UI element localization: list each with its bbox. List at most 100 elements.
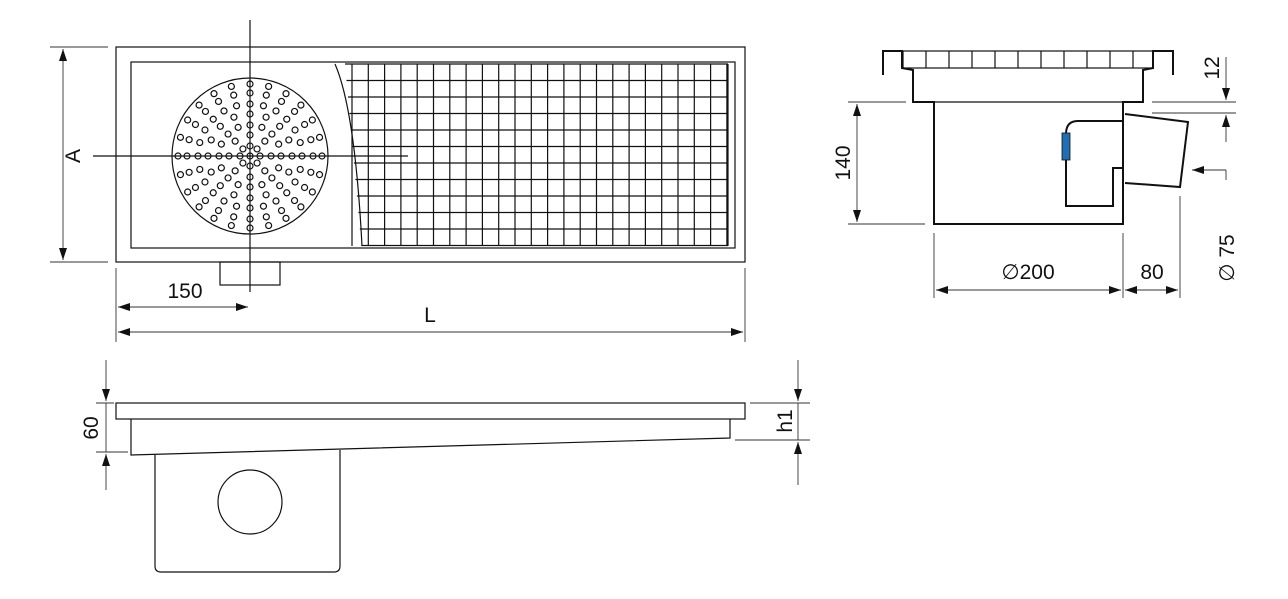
cover-hole bbox=[230, 191, 238, 199]
cover-hole bbox=[230, 91, 238, 99]
cover-hole bbox=[209, 115, 217, 123]
cover-hole bbox=[258, 181, 266, 189]
cover-hole bbox=[224, 174, 232, 182]
cover-hole bbox=[300, 120, 309, 129]
cover-hole bbox=[268, 174, 276, 182]
cover-hole bbox=[239, 159, 247, 167]
cover-hole bbox=[185, 136, 193, 144]
cover-hole bbox=[210, 214, 218, 222]
cover-hole bbox=[258, 123, 266, 131]
cover-hole bbox=[201, 196, 210, 205]
cover-hole bbox=[176, 133, 185, 141]
cover-hole bbox=[201, 178, 209, 186]
cover-hole bbox=[308, 116, 316, 124]
cover-hole bbox=[220, 107, 228, 115]
cover-hole bbox=[253, 159, 261, 167]
side-view: 60 h1 bbox=[80, 360, 810, 573]
cover-hole bbox=[207, 168, 215, 176]
cover-hole bbox=[282, 214, 290, 222]
cover-hole bbox=[191, 183, 200, 192]
section-view: 140 12 ∅200 80 ∅ 75 bbox=[832, 50, 1239, 298]
cover-hole bbox=[290, 196, 299, 205]
top-view: A 150 L bbox=[50, 20, 746, 342]
drain-body bbox=[882, 50, 1174, 225]
cover-hole bbox=[265, 221, 273, 230]
cover-hole bbox=[234, 181, 242, 189]
dim-12-label: 12 bbox=[1201, 56, 1224, 79]
cover-hole bbox=[276, 122, 284, 130]
cover-hole bbox=[272, 197, 280, 205]
cover-hole bbox=[214, 97, 223, 106]
cover-hole bbox=[276, 182, 284, 190]
outlet-pipe bbox=[217, 469, 283, 535]
cover-hole bbox=[232, 102, 241, 110]
cover-hole bbox=[277, 206, 286, 215]
cover-hole bbox=[201, 107, 210, 116]
cover-hole bbox=[262, 191, 270, 199]
cover-hole bbox=[297, 203, 305, 211]
cover-hole bbox=[185, 168, 193, 176]
cover-hole bbox=[277, 97, 286, 106]
cover-hole bbox=[307, 168, 315, 176]
cover-hole bbox=[275, 140, 283, 148]
cover-hole bbox=[232, 202, 241, 210]
grating-edge bbox=[334, 63, 363, 247]
cover-hole bbox=[176, 171, 185, 179]
cover-hole bbox=[230, 213, 238, 221]
cover-hole bbox=[217, 140, 225, 148]
outlet-stub bbox=[219, 261, 281, 286]
cover-hole bbox=[283, 189, 291, 197]
cover-hole bbox=[296, 138, 304, 147]
cover-hole bbox=[283, 115, 291, 123]
cover-hole bbox=[217, 164, 225, 172]
dim-140-label: 140 bbox=[832, 145, 855, 180]
dim-200-label: ∅200 bbox=[1001, 261, 1054, 284]
cover-hole bbox=[214, 206, 223, 215]
cover-hole bbox=[239, 145, 247, 153]
cover-hole bbox=[227, 82, 235, 91]
cover-hole bbox=[259, 202, 268, 210]
dim-80-label: 80 bbox=[1140, 261, 1163, 284]
cover-hole bbox=[216, 182, 224, 190]
cover-hole bbox=[268, 130, 276, 138]
cover-hole bbox=[259, 102, 268, 110]
cover-hole bbox=[285, 168, 293, 176]
cover-hole bbox=[265, 82, 273, 91]
cover-hole bbox=[195, 203, 203, 211]
cover-hole bbox=[315, 133, 324, 141]
cover-hole bbox=[191, 120, 200, 129]
cover-hole bbox=[227, 221, 235, 230]
trap-insert bbox=[1065, 120, 1123, 207]
dim-150-label: 150 bbox=[167, 280, 202, 303]
cover-hole bbox=[290, 107, 299, 116]
cover-hole bbox=[230, 113, 238, 121]
dim-60-label: 60 bbox=[80, 416, 103, 439]
cover-hole bbox=[231, 167, 239, 175]
cover-hole bbox=[196, 165, 204, 174]
dim-a-label: A bbox=[62, 149, 85, 163]
channel-outline bbox=[115, 46, 746, 263]
cover-hole bbox=[224, 130, 232, 138]
grating-grid bbox=[345, 63, 729, 247]
cover-hole bbox=[291, 126, 299, 134]
cover-hole bbox=[272, 107, 280, 115]
cover-hole bbox=[184, 116, 192, 124]
cover-hole bbox=[261, 137, 269, 145]
cover-hole bbox=[261, 167, 269, 175]
dim-h1-label: h1 bbox=[774, 409, 797, 432]
cover-hole bbox=[275, 164, 283, 172]
cover-hole bbox=[300, 183, 309, 192]
cover-hole bbox=[210, 90, 218, 98]
cover-hole bbox=[207, 136, 215, 144]
cover-hole bbox=[209, 189, 217, 197]
cover-hole bbox=[282, 90, 290, 98]
channel-inner bbox=[130, 61, 736, 249]
cover-hole bbox=[184, 188, 192, 196]
sump-box bbox=[154, 450, 341, 573]
cover-hole bbox=[262, 213, 270, 221]
cover-hole bbox=[315, 171, 324, 179]
cover-hole bbox=[297, 101, 305, 109]
side-outlet bbox=[1124, 113, 1190, 189]
cover-hole bbox=[262, 91, 270, 99]
